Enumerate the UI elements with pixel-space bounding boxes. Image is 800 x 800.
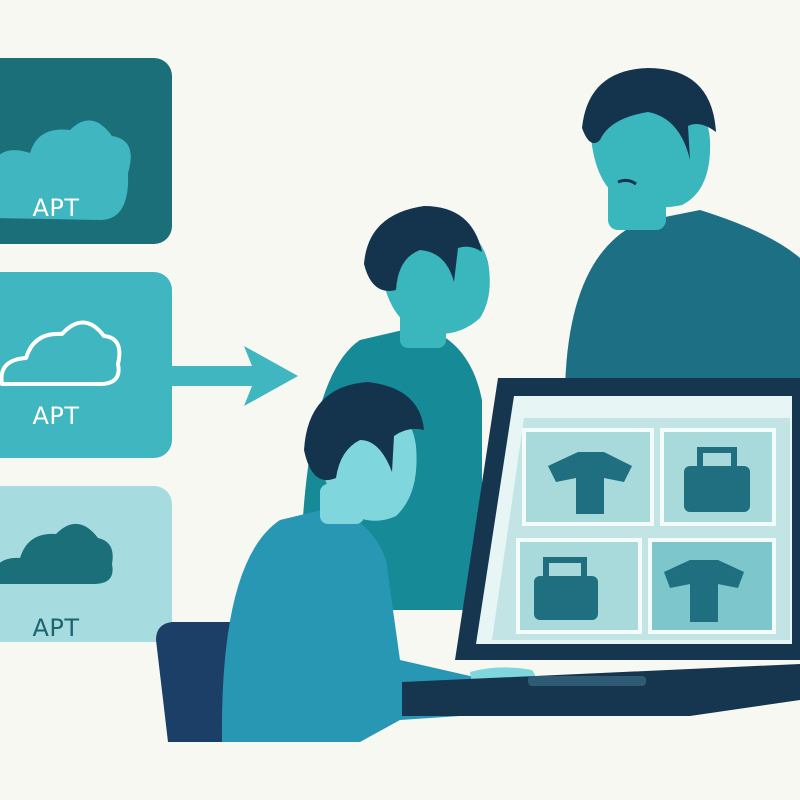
cloud-icon [0,320,122,386]
cloud-icon [0,120,131,220]
screen-tile[interactable] [516,538,642,634]
apt-label: APT [32,402,80,430]
apt-label: APT [32,614,80,642]
screen-grid [516,428,776,634]
apt-card-3: APT [0,486,172,642]
screen-tile[interactable] [648,538,776,634]
apt-card-1: APT [0,58,172,244]
bag-icon [534,557,598,620]
apt-card-2: APT [0,272,172,458]
apt-label: APT [32,194,80,222]
shirt-icon [664,560,744,622]
screen-tile[interactable] [522,428,654,526]
cloud-icon [0,524,113,584]
bag-icon [684,447,750,512]
screen-tile[interactable] [660,428,776,526]
arrow-right-icon [170,346,298,406]
shirt-icon [548,452,632,514]
standing-person [565,68,800,390]
